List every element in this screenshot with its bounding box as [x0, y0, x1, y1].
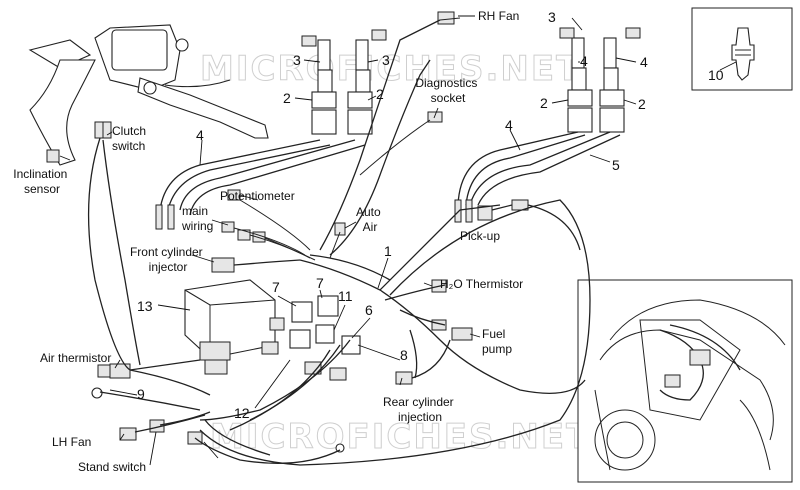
- ecu-unit: [184, 279, 276, 375]
- label-potentiometer: Potentiometer: [220, 189, 295, 203]
- callout-3: 3: [548, 9, 556, 25]
- spark-plug: [731, 27, 755, 81]
- callout-3: 3: [382, 52, 390, 68]
- ignition-coil-right-pair: [559, 27, 641, 133]
- motorcycle-inset: [577, 279, 793, 483]
- callout-5: 6: [365, 302, 373, 318]
- callout-3: 4: [580, 53, 588, 69]
- callout-2: 2: [540, 95, 548, 111]
- callout-7: 7: [272, 279, 280, 295]
- callout-2: 2: [376, 86, 384, 102]
- label-front-cylinder-injector: Front cylinder injector: [130, 245, 206, 274]
- callout-7: 8: [400, 347, 408, 363]
- callout-12: 13: [137, 298, 153, 314]
- label-fuel-pump: Fuel pump: [482, 327, 512, 356]
- callout-10: 11: [338, 288, 353, 304]
- ignition-coil-left-pair: [301, 29, 387, 135]
- clutch-lever-assembly: [28, 24, 269, 166]
- callout-3: 3: [293, 52, 301, 68]
- leader-lines: [59, 15, 737, 466]
- callout-2: 2: [283, 90, 291, 106]
- callout-8: 9: [137, 386, 145, 402]
- callout-4: 5: [612, 157, 620, 173]
- label-stand-switch: Stand switch: [78, 460, 146, 474]
- label-pick-up: Pick-up: [460, 229, 500, 243]
- label-air-thermistor: Air thermistor: [40, 351, 111, 365]
- label-inclination-sensor: Inclination sensor: [13, 167, 70, 196]
- clutch-switch-connector: [94, 121, 112, 139]
- motorcycle-outline: [594, 299, 786, 471]
- label-rh-fan: RH Fan: [478, 9, 519, 23]
- watermark-bottom: MICROFICHES.NET: [210, 417, 591, 457]
- relays: [269, 295, 361, 355]
- callout-3: 4: [640, 54, 648, 70]
- label-main-wiring: main wiring: [181, 204, 213, 233]
- label-diagnostics-socket-line1: Diagnostics: [415, 76, 477, 90]
- callout-4: 4: [505, 117, 513, 133]
- callout-1: 1: [384, 243, 392, 259]
- label-diagnostics-socket: Diagnostics socket: [415, 76, 480, 105]
- label-clutch-switch: Clutch switch: [112, 124, 149, 153]
- label-lh-fan: LH Fan: [52, 435, 91, 449]
- wiring-harness: [87, 17, 621, 466]
- callout-11: 12: [234, 405, 250, 421]
- label-rear-cylinder-injection: Rear cylinder injection: [383, 395, 457, 424]
- callout-9: 10: [708, 67, 724, 83]
- label-h2o-thermistor: H₂O Thermistor: [440, 277, 523, 291]
- label-auto-air: Auto Air: [356, 205, 384, 234]
- callout-6: 7: [316, 275, 324, 291]
- callout-4: 4: [196, 127, 204, 143]
- callout-2: 2: [638, 96, 646, 112]
- label-diagnostics-socket-line2: socket: [431, 91, 466, 105]
